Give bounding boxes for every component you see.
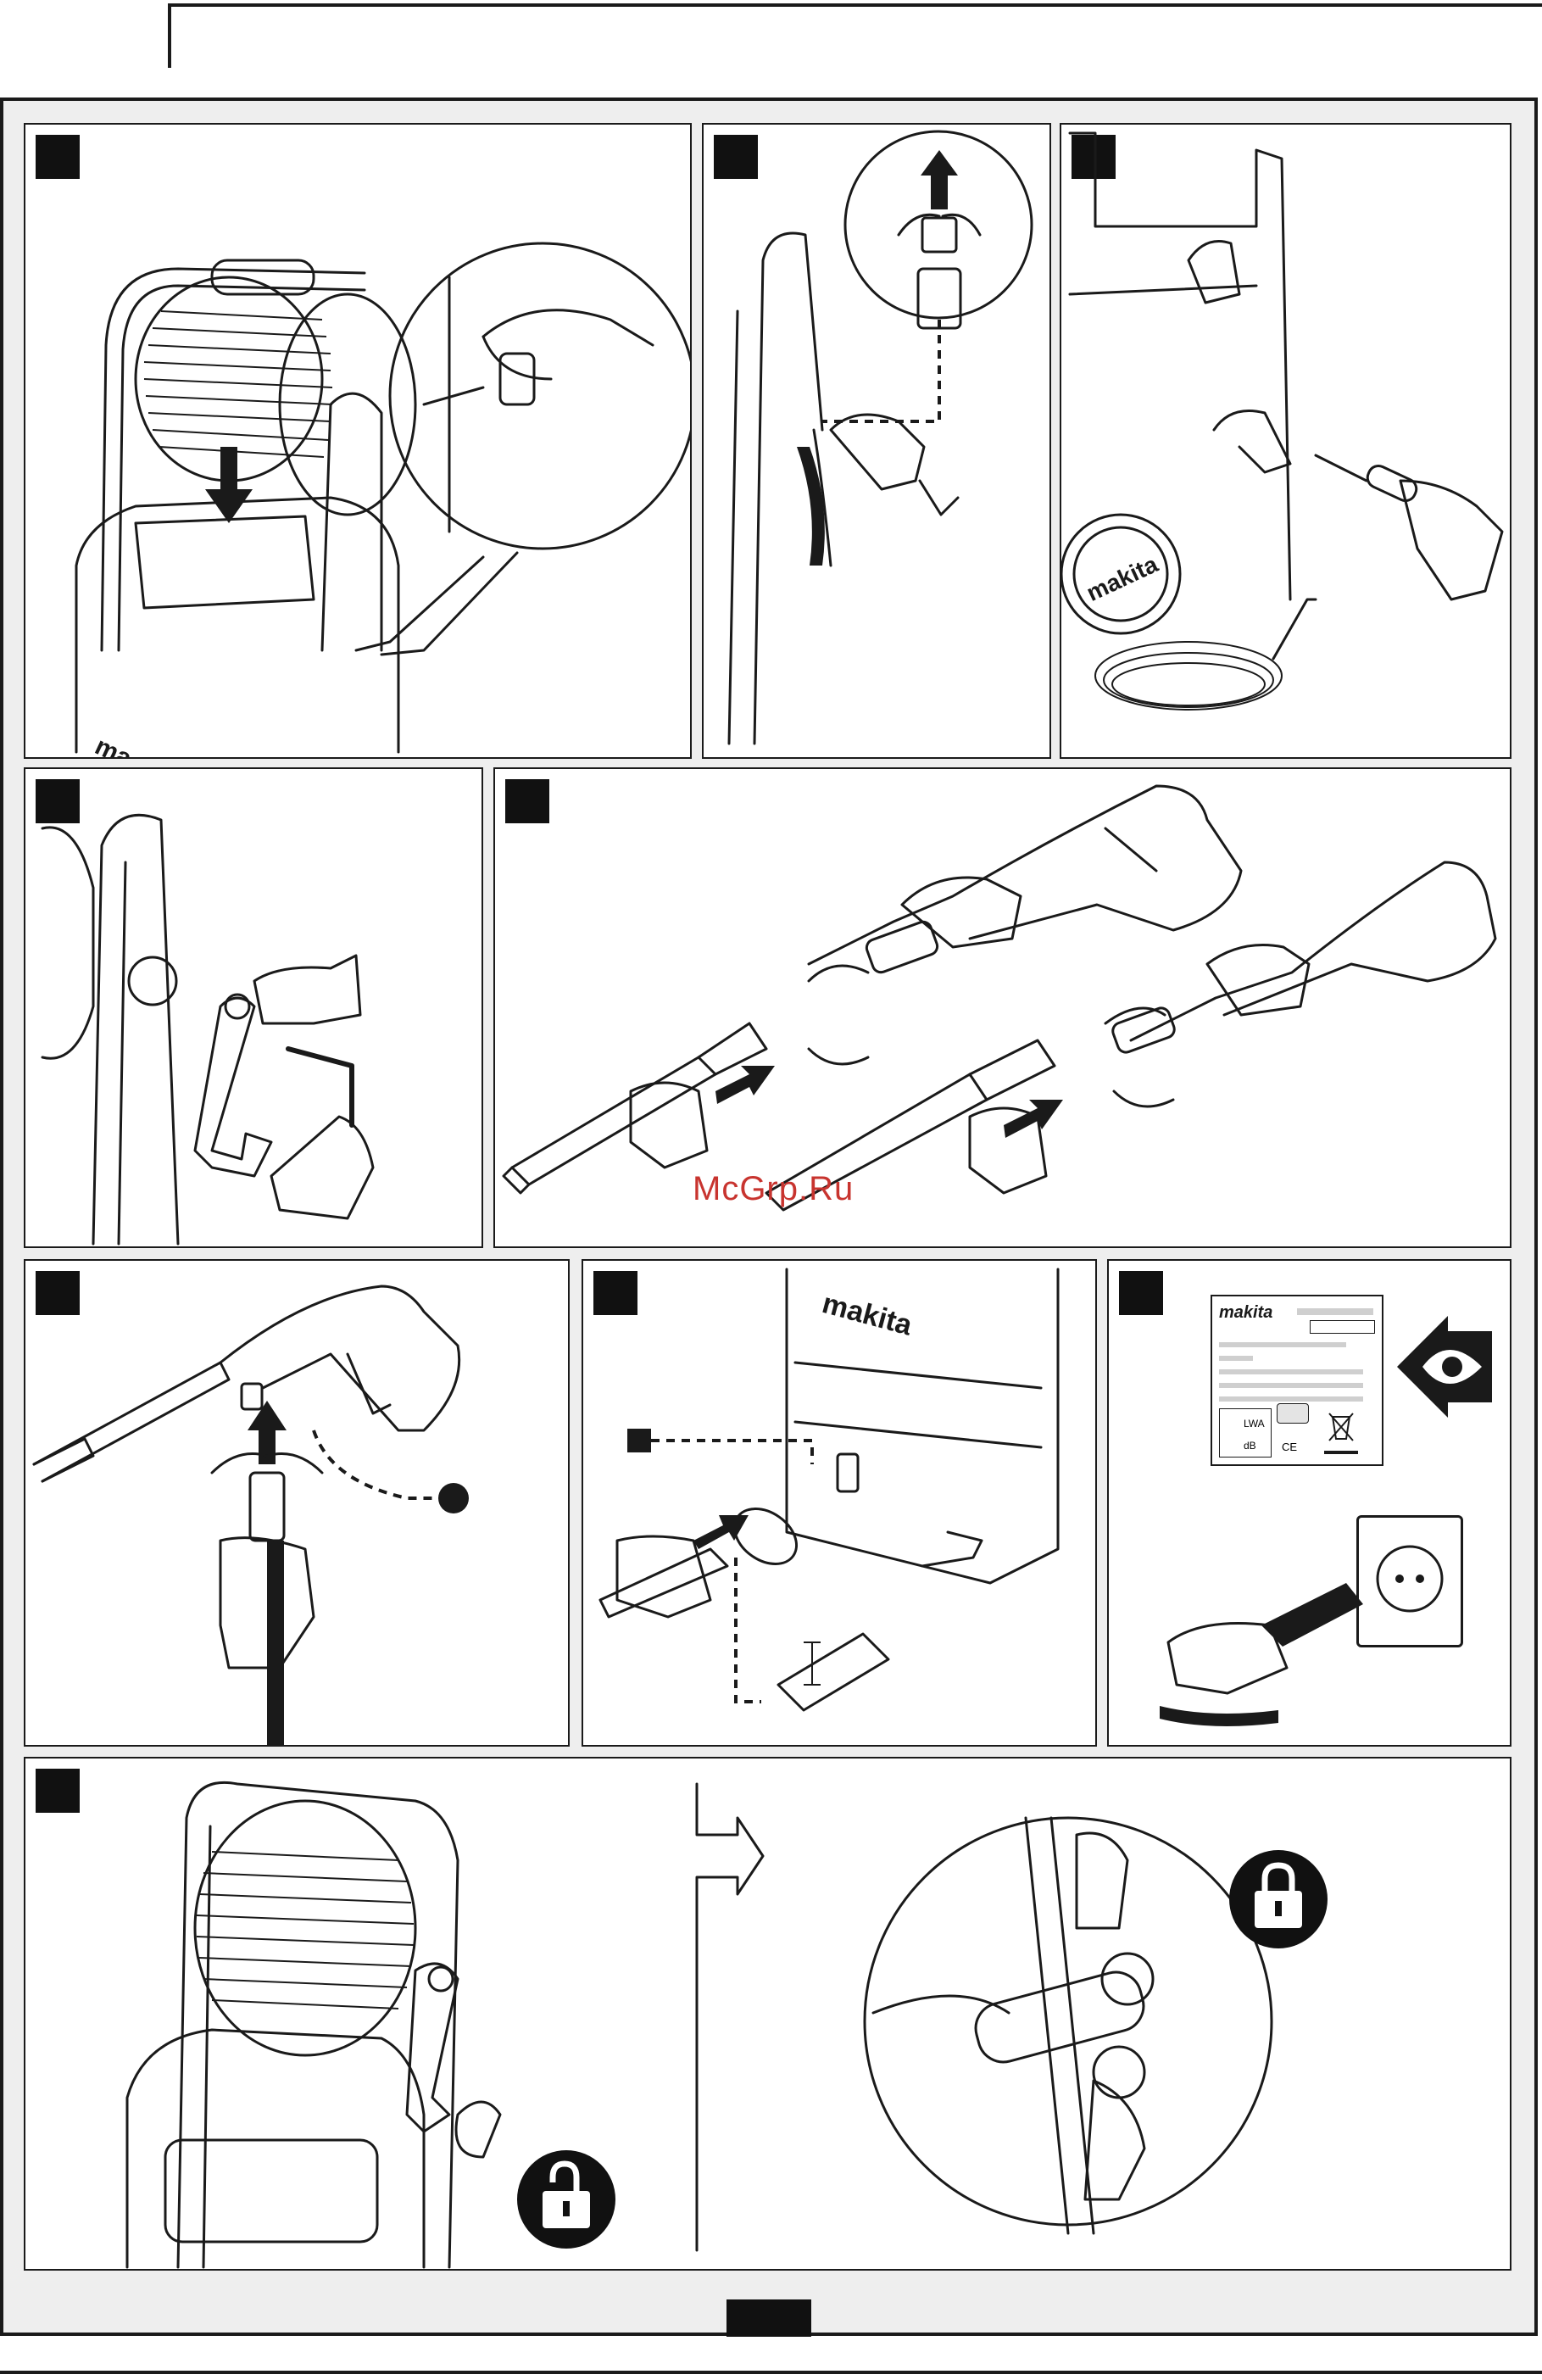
svg-text:ma: ma [91, 732, 136, 759]
footer-rule [0, 2371, 1542, 2374]
panel-reel-lock-unlock [24, 1757, 1511, 2271]
watermark-text: McGrp.Ru [693, 1170, 854, 1208]
lock-open-icon [515, 2149, 617, 2250]
inlet-marker [627, 1429, 651, 1452]
lance-connection-illustration [495, 769, 1511, 1248]
panel-hook-screw: makita [1060, 123, 1511, 759]
panel-handle-lock-nut [702, 123, 1051, 759]
page-number-block [726, 2299, 811, 2337]
panel-gun-hose-connect [24, 1259, 570, 1747]
lock-nut-illustration [704, 125, 1051, 759]
hook-screw-illustration: makita [1061, 125, 1511, 759]
panel-label-and-plug: makita LWA dB CE [1107, 1259, 1511, 1747]
brand-badge: makita [1083, 550, 1162, 606]
panel-water-inlet-connect: makita [582, 1259, 1097, 1747]
machine-brand: makita [819, 1287, 916, 1342]
reel-mount-illustration: ma [25, 125, 692, 759]
lock-closed-icon [1227, 1848, 1329, 1950]
reel-lock-illustration [25, 1759, 1511, 2271]
plug-illustration [1109, 1261, 1511, 1747]
water-inlet-illustration: makita [583, 1261, 1097, 1747]
header-tick [168, 3, 171, 68]
connection-point-marker [438, 1483, 469, 1513]
header-rule [168, 3, 1542, 7]
crank-illustration [25, 769, 483, 1248]
panel-crank-hex-key [24, 767, 483, 1248]
panel-hose-reel-mount: ma [24, 123, 692, 759]
gun-hose-illustration [25, 1261, 570, 1747]
panel-lance-connection: McGrp.Ru [493, 767, 1511, 1248]
